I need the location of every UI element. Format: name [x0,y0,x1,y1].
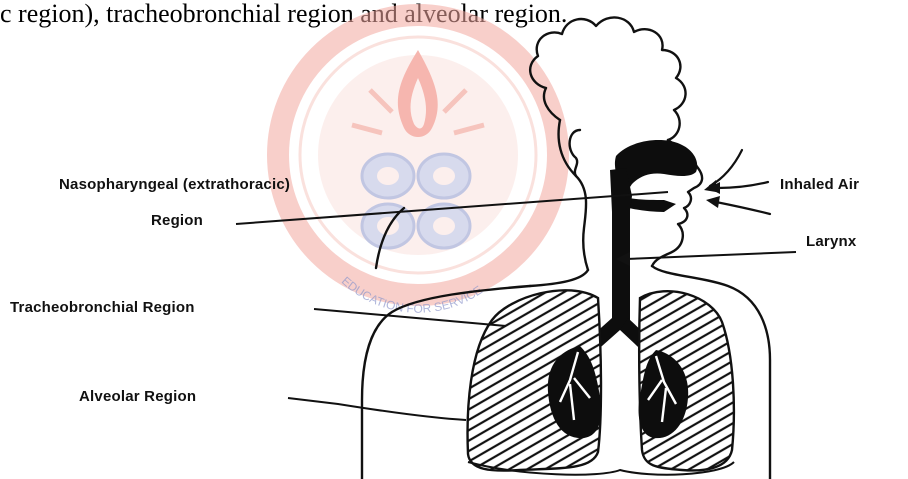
larynx-leader [626,252,796,259]
label-region: Region [151,212,203,229]
alveolar-leader [288,398,466,420]
label-nasopharyngeal: Nasopharyngeal (extrathoracic) [59,176,290,193]
watermark-seal [278,15,558,313]
arrowheads [704,180,720,208]
label-inhaled-air: Inhaled Air [780,176,859,193]
inhaled-air-arrows [710,150,770,214]
label-larynx: Larynx [806,233,856,250]
label-tracheobronchial: Tracheobronchial Region [10,299,195,316]
label-alveolar: Alveolar Region [79,388,196,405]
lungs [468,290,734,474]
